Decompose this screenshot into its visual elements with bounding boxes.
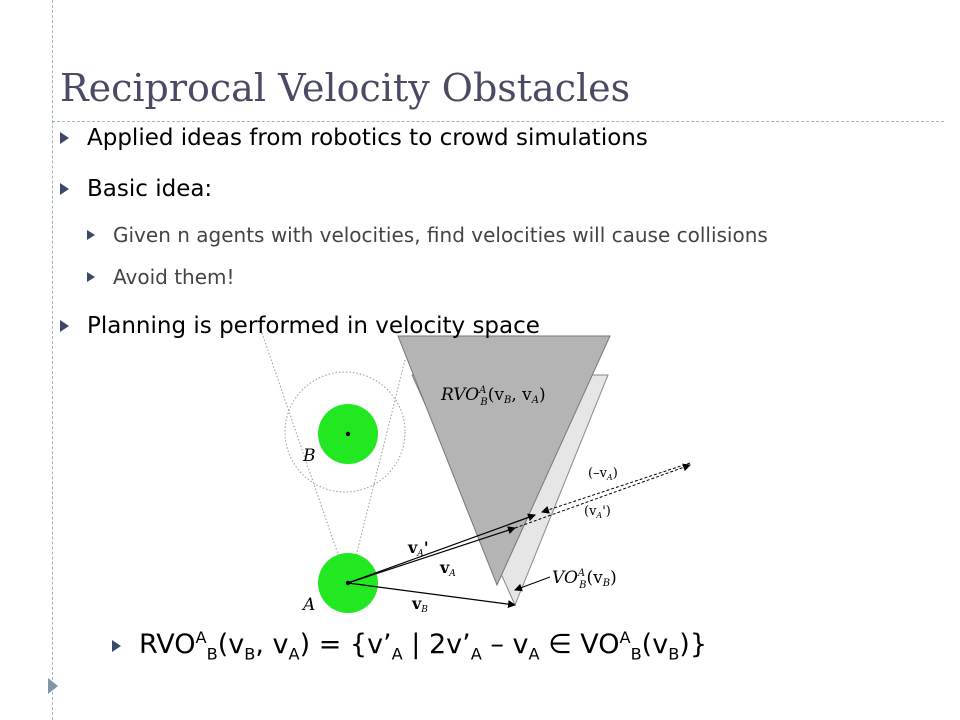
bullet-text: Avoid them! <box>113 265 235 289</box>
bullet-arrow-icon <box>60 320 69 332</box>
neg-va-dashed <box>514 463 691 529</box>
va-prime-dashed <box>541 462 691 514</box>
bullet-text: Planning is performed in velocity space <box>87 313 540 339</box>
bullet-arrow-icon <box>87 272 95 282</box>
vo-leader <box>514 576 551 592</box>
agent-a-label: A <box>301 595 315 615</box>
vec-va-prime-label: vA' <box>407 538 429 559</box>
vec-vb-label: vB <box>411 594 428 615</box>
vec-va-label: vA <box>439 558 456 579</box>
corner-arrow-icon <box>48 678 58 694</box>
bullet-text: Applied ideas from robotics to crowd sim… <box>87 125 648 151</box>
title-divider <box>52 121 944 122</box>
vec-va-prime <box>347 513 536 584</box>
neg-va-label: (–vA) <box>588 466 618 482</box>
vec-va <box>347 526 516 584</box>
bullet-arrow-icon <box>87 230 95 240</box>
slide-title: Reciprocal Velocity Obstacles <box>60 66 631 110</box>
bullet-planning-velocity-space: Planning is performed in velocity space <box>60 313 540 339</box>
bullet-arrow-icon <box>60 183 69 195</box>
bullet-arrow-icon <box>112 639 121 652</box>
va-prime-label: (vA') <box>584 504 611 520</box>
bullet-text: Given n agents with velocities, find vel… <box>113 223 768 247</box>
subbullet-given-n-agents: Given n agents with velocities, find vel… <box>87 223 768 247</box>
agent-b-center-dot <box>345 431 351 437</box>
subbullet-avoid-them: Avoid them! <box>87 265 235 289</box>
rvo-formula: RVOAB(vB, vA) = {v’A | 2v’A – vA ∈ VOAB(… <box>112 628 707 663</box>
bullet-basic-idea: Basic idea: <box>60 176 212 202</box>
tangent-line-left <box>261 332 341 561</box>
formula-text: RVOAB(vB, vA) = {v’A | 2v’A – vA ∈ VOAB(… <box>139 628 708 664</box>
left-guide-line <box>52 0 53 720</box>
bullet-text: Basic idea: <box>87 176 213 202</box>
tangent-line-right <box>354 359 406 561</box>
agent-b-dotted-circle <box>284 371 406 493</box>
agent-b-label: B <box>302 446 316 466</box>
rvo-cone <box>397 335 611 587</box>
vec-vb <box>347 582 516 609</box>
bullet-arrow-icon <box>60 132 69 144</box>
bullet-applied-ideas: Applied ideas from robotics to crowd sim… <box>60 125 648 151</box>
